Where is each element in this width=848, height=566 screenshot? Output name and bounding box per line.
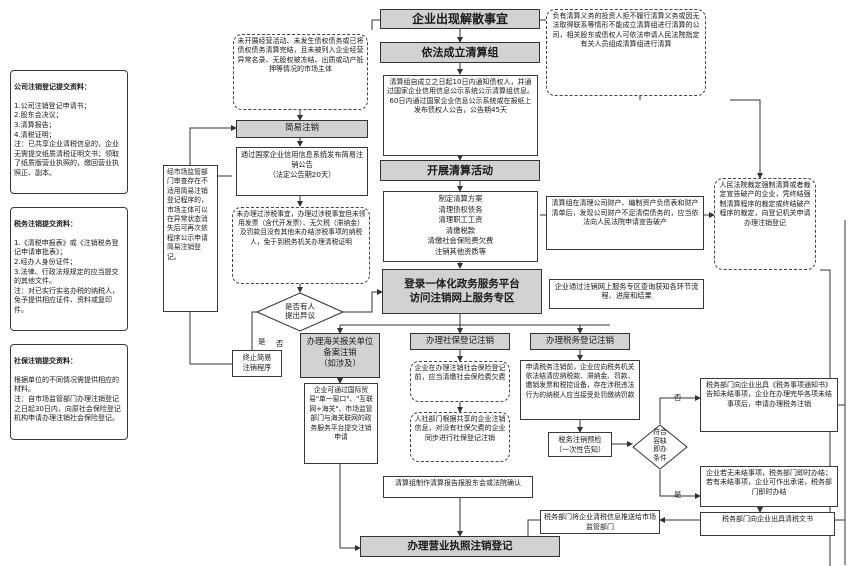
tax-no-label: 否 (674, 393, 682, 402)
tax-materials-panel: 税务注销提交资料： 1.《清税申报表》或《注销税务登记申请审批表》； 2.经办人… (10, 207, 128, 331)
objection-diamond (256, 292, 344, 332)
tax-condition-diamond (632, 424, 688, 470)
simple-condition-box: 未开展经营活动、未发生债权债务或已将债权债务清算完结，且未被列入企业经营异常名录… (233, 34, 368, 110)
platform-node: 登录一体化政务服务平台 访问注销网上服务专区 (382, 269, 542, 314)
activity-detail: 制定清算方案 清理债权债务 清理职工工资 清缴税款 清缴社会保险费欠费 注销其他… (383, 191, 538, 262)
final-node: 办理营业执照注销登记 (360, 536, 560, 557)
terminate-box: 终止简易 注销程序 (232, 350, 282, 377)
tax-node: 办理税务登记注销 (530, 333, 630, 350)
company-materials-body: 1.公司注销登记申请书； 2.股东会决议； 3.清算报告； 4.清税证明； 注：… (14, 101, 119, 177)
social-materials-body: 根据单位的不同情况需提供相应的材料。 注：自市场监管部门办理注销登记之日起30日… (14, 375, 121, 423)
tax-certificate-box: 税务部门向企业出具清税文书 (700, 512, 835, 536)
social-node: 办理社保登记注销 (410, 333, 510, 350)
objection-label: 是否有人 提出异议 (285, 302, 315, 320)
tax-instant-box: 企业若无未结事项，税务部门即时办结；若有未结事项，企业可作出承诺，税务部门即时办… (700, 466, 838, 507)
establish-node: 依法成立清算组 (380, 42, 540, 63)
tax-yes-label: 是 (674, 490, 682, 499)
customs-node: 办理海关报关单位备案注销 （如涉及） (300, 333, 380, 378)
tax-push-box: 税务部门将企业清税信息推送给市场监管部门 (540, 510, 660, 534)
tax-condition-label: 符合 容缺 即办 条件 (653, 428, 667, 462)
social-materials-panel: 社保注销提交资料： 根据单位的不同情况需提供相应的材料。 注：自市场监管部门办理… (10, 344, 128, 440)
platform-note: 企业通过注销网上服务专区查询获知各环节流程、进度和结果 (549, 279, 704, 309)
simple-publish-box: 通过国家企业信用信息系统发布简易注销公告 （法定公告期20天） (236, 147, 368, 196)
simple-cancel-node: 简易注销 (236, 120, 368, 138)
no-label: 否 (276, 339, 284, 348)
company-materials-panel: 公司注销登记提交资料： 1.公司注销登记申请书； 2.股东会决议； 3.清算报告… (10, 70, 128, 194)
tax-notice-box: 税务部门向企业出具《税务事项通知书》告知未结事项，企业在办理完毕各项未结事项后，… (700, 378, 838, 432)
social-materials-title: 社保注销提交资料： (14, 356, 77, 365)
tax-materials-title: 税务注销提交资料： (14, 219, 77, 228)
tax-materials-body: 1.《清税申报表》或《注销税务登记申请审批表》； 2.经办人身份证件； 3.法律… (14, 238, 119, 314)
simple-tax-box: 未办理过涉税事宜，办理过涉税事宜但未领用发票（含代开发票）、无欠税（滞纳金）及罚… (232, 207, 370, 284)
social-detail-1: 企业在办理注销社会保险登记前，应当清缴社会保险费欠费 (410, 361, 510, 402)
court-box: 人民法院裁定强制清算或者裁定宣告破产的企业，凭终结强制清算程序的裁定或终结破产程… (714, 178, 816, 270)
activity-node: 开展清算活动 (380, 160, 540, 181)
market-review-box: 经市场监管部门审查存在不适用简易注销登记程序的，市场主体可以在异常状态消失后可再… (163, 165, 218, 312)
dissolve-node: 企业出现解散事宜 (380, 9, 540, 29)
establish-detail: 清算组自成立之日起10日内通知债权人，并通过国家企业信用信息公示系统公示清算组信… (383, 75, 538, 156)
report-box: 清算组制作清算报告报股东会或法院确认 (383, 476, 533, 498)
tax-detail: 申请税务注销前，企业应向税务机关依法结清应纳税款、滞纳金、罚款、缴销发票和税控设… (520, 360, 640, 420)
customs-detail: 企业可通过国际贸易"单一窗口"、"互联网+海关"、市场监管部门与海关联网的政务服… (304, 383, 378, 464)
yes-label: 是 (258, 337, 266, 346)
liquidation-duty-box: 负有清算义务的投资人拒不履行清算义务或因无法取得联系等情形不能成立清算组进行清算… (546, 9, 706, 96)
bankruptcy-box: 清算组在清理公司财产、编制资产负债表和财产清单后，发现公司财产不足清偿债务的，应… (546, 196, 704, 250)
social-detail-2: 人社部门根据共享的企业注销信息，对没有社保欠费的企业同步进行社保登记注销 (410, 412, 510, 462)
tax-precheck-box: 税务注销预检 （一次性告知） (548, 432, 612, 457)
company-materials-title: 公司注销登记提交资料： (14, 82, 91, 91)
